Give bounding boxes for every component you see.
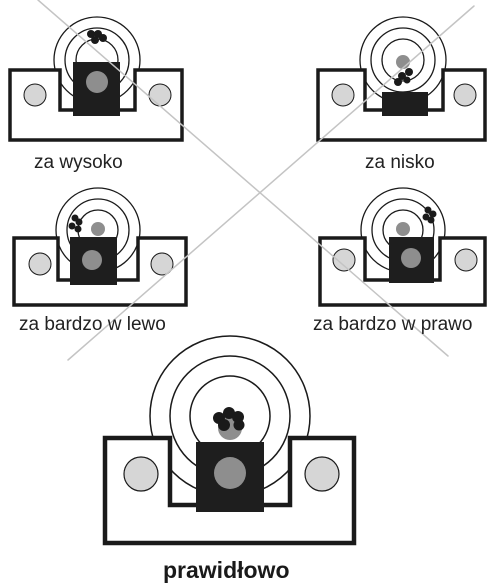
- caption-too-far-left: za bardzo w lewo: [19, 314, 166, 335]
- panel-too-low: [316, 16, 487, 142]
- front-sight-dot: [86, 71, 108, 93]
- side-circle-right: [454, 248, 478, 272]
- panel-too-high: [8, 16, 184, 142]
- side-circle-right: [304, 456, 340, 492]
- shot-group: [87, 30, 107, 44]
- front-sight-dot-high: [91, 222, 105, 236]
- shot-group: [68, 214, 83, 233]
- front-sight-dot: [82, 250, 102, 270]
- caption-too-high: za wysoko: [34, 152, 123, 173]
- panel-too-far-left: [12, 187, 188, 307]
- side-circle-left: [123, 456, 159, 492]
- front-sight-blade: [382, 92, 428, 116]
- side-circle-right: [148, 83, 172, 107]
- shot-group: [213, 407, 245, 431]
- wrong-cross: [37, 0, 475, 361]
- caption-too-low: za nisko: [365, 152, 435, 173]
- sight-frame: [316, 68, 487, 142]
- front-sight-dot: [396, 55, 410, 69]
- front-sight-dot: [214, 457, 246, 489]
- side-circle-left: [331, 83, 355, 107]
- front-sight-dot: [401, 248, 421, 268]
- caption-correct: prawidłowo: [163, 557, 290, 583]
- panel-correct: [102, 335, 357, 546]
- shot-group: [394, 68, 413, 86]
- front-sight-dot-high: [396, 222, 410, 236]
- panel-too-far-right: [318, 187, 487, 307]
- caption-too-far-right: za bardzo w prawo: [313, 314, 473, 335]
- sight-frame: [12, 236, 188, 307]
- side-circle-left: [28, 252, 52, 276]
- sight-frame: [318, 236, 487, 307]
- side-circle-right: [453, 83, 477, 107]
- side-circle-left: [23, 83, 47, 107]
- sight-frame: [102, 435, 357, 546]
- side-circle-right: [150, 252, 174, 276]
- shot-group: [422, 206, 437, 224]
- side-circle-left: [332, 248, 356, 272]
